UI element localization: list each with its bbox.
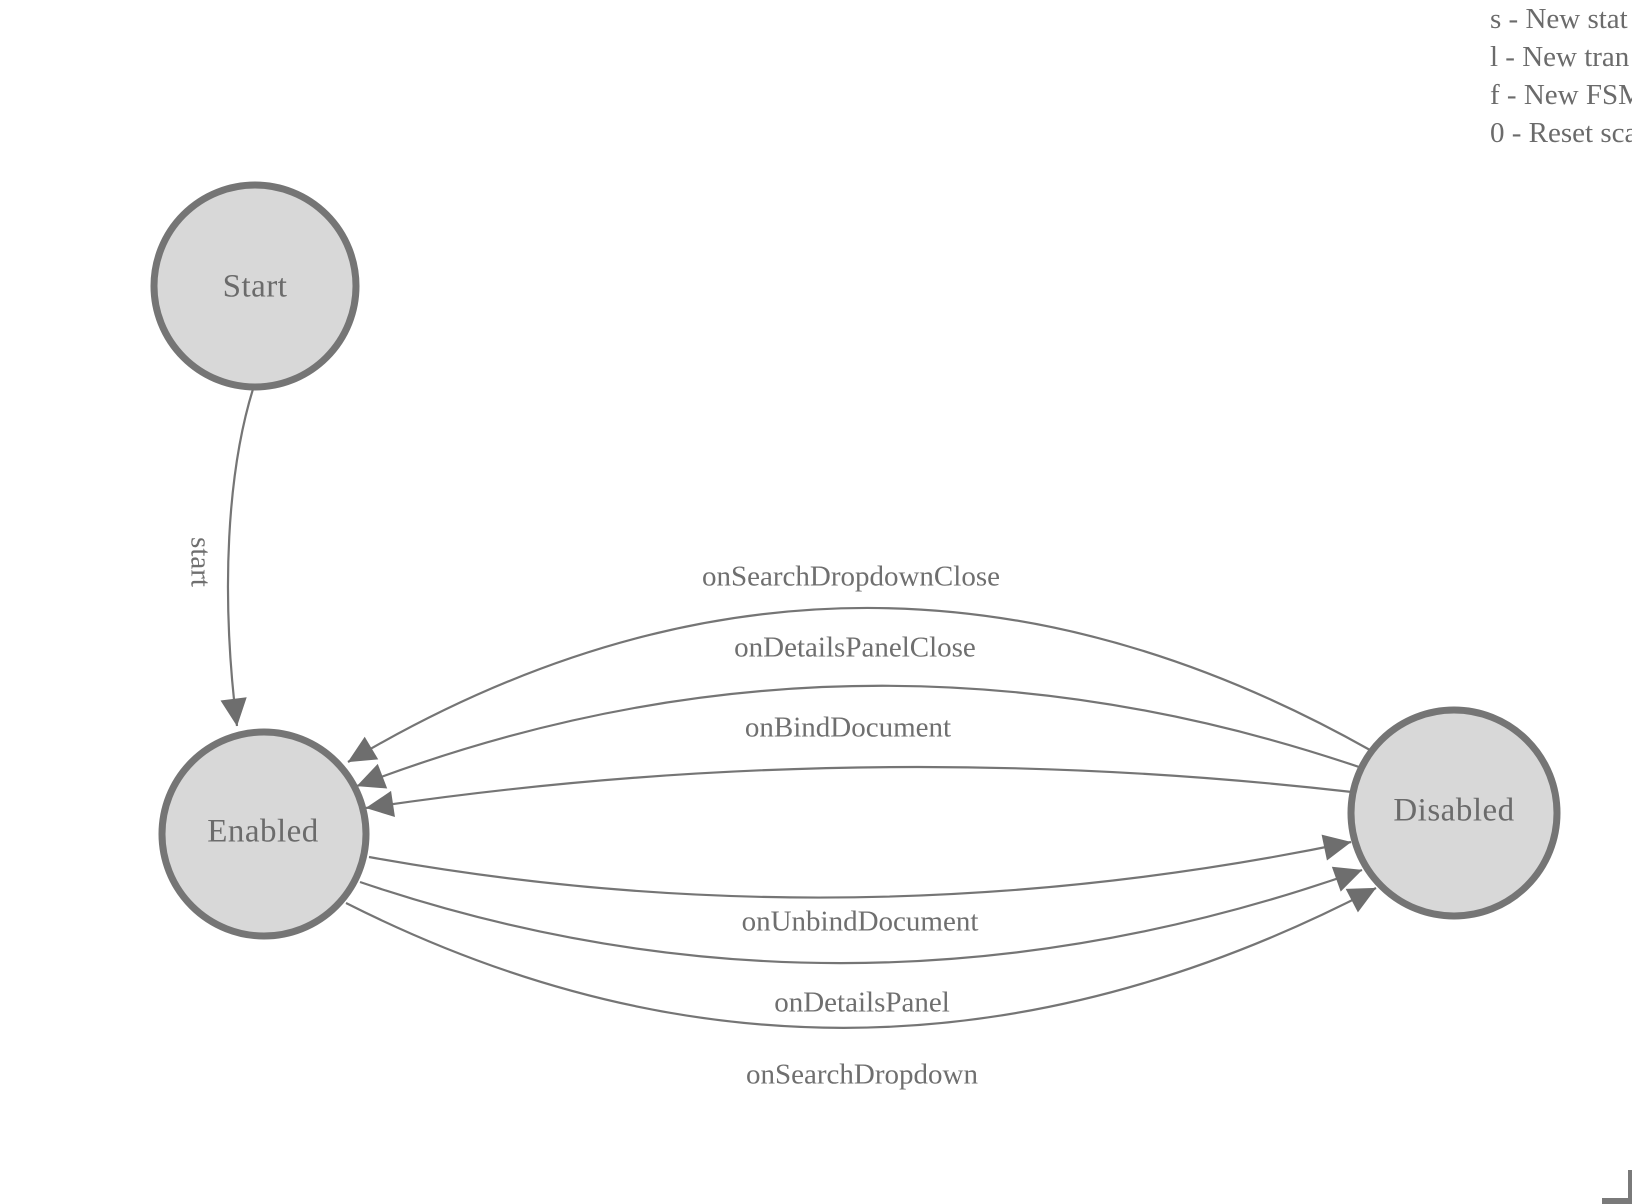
edge-onsearchdropdown[interactable]: [345, 887, 1377, 1029]
edge-onsearchdropdownclose[interactable]: [347, 606, 1371, 763]
edge-onunbinddocument[interactable]: [368, 834, 1352, 899]
edge-label-onunbinddocument[interactable]: onUnbindDocument: [741, 905, 979, 938]
edge-start-to-enabled[interactable]: [220, 388, 255, 727]
state-node-start[interactable]: [150, 181, 360, 391]
edge-label-onsearchdropdownclose[interactable]: onSearchDropdownClose: [701, 560, 1001, 593]
legend-line-new-fsm: f - New FSM: [1490, 79, 1632, 111]
state-node-enabled[interactable]: [158, 728, 370, 940]
edge-onbinddocument[interactable]: [365, 765, 1353, 818]
edge-label-onsearchdropdown[interactable]: onSearchDropdown: [746, 1058, 978, 1091]
edge-ondetailspanelclose[interactable]: [356, 684, 1363, 789]
legend-line-reset-scale: 0 - Reset sca: [1490, 117, 1632, 149]
edge-label-onbinddocument[interactable]: onBindDocument: [744, 711, 952, 744]
shortcut-legend: s - New stat l - New tran f - New FSM 0 …: [1490, 0, 1632, 152]
legend-line-new-state: s - New stat: [1490, 3, 1628, 35]
corner-bracket-vertical: [1628, 1170, 1632, 1204]
edge-label-start[interactable]: start: [184, 537, 217, 587]
edge-label-ondetailspanelclose[interactable]: onDetailsPanelClose: [734, 631, 976, 664]
state-label-enabled: Enabled: [207, 813, 319, 850]
state-label-disabled: Disabled: [1393, 792, 1515, 829]
state-node-disabled[interactable]: [1347, 706, 1561, 920]
corner-bracket-horizontal: [1602, 1198, 1632, 1204]
legend-line-new-transition: l - New tran: [1490, 41, 1630, 73]
edge-label-ondetailspanel[interactable]: onDetailsPanel: [774, 986, 950, 1019]
state-label-start: Start: [222, 268, 288, 305]
edge-ondetailspanel[interactable]: [359, 866, 1363, 965]
